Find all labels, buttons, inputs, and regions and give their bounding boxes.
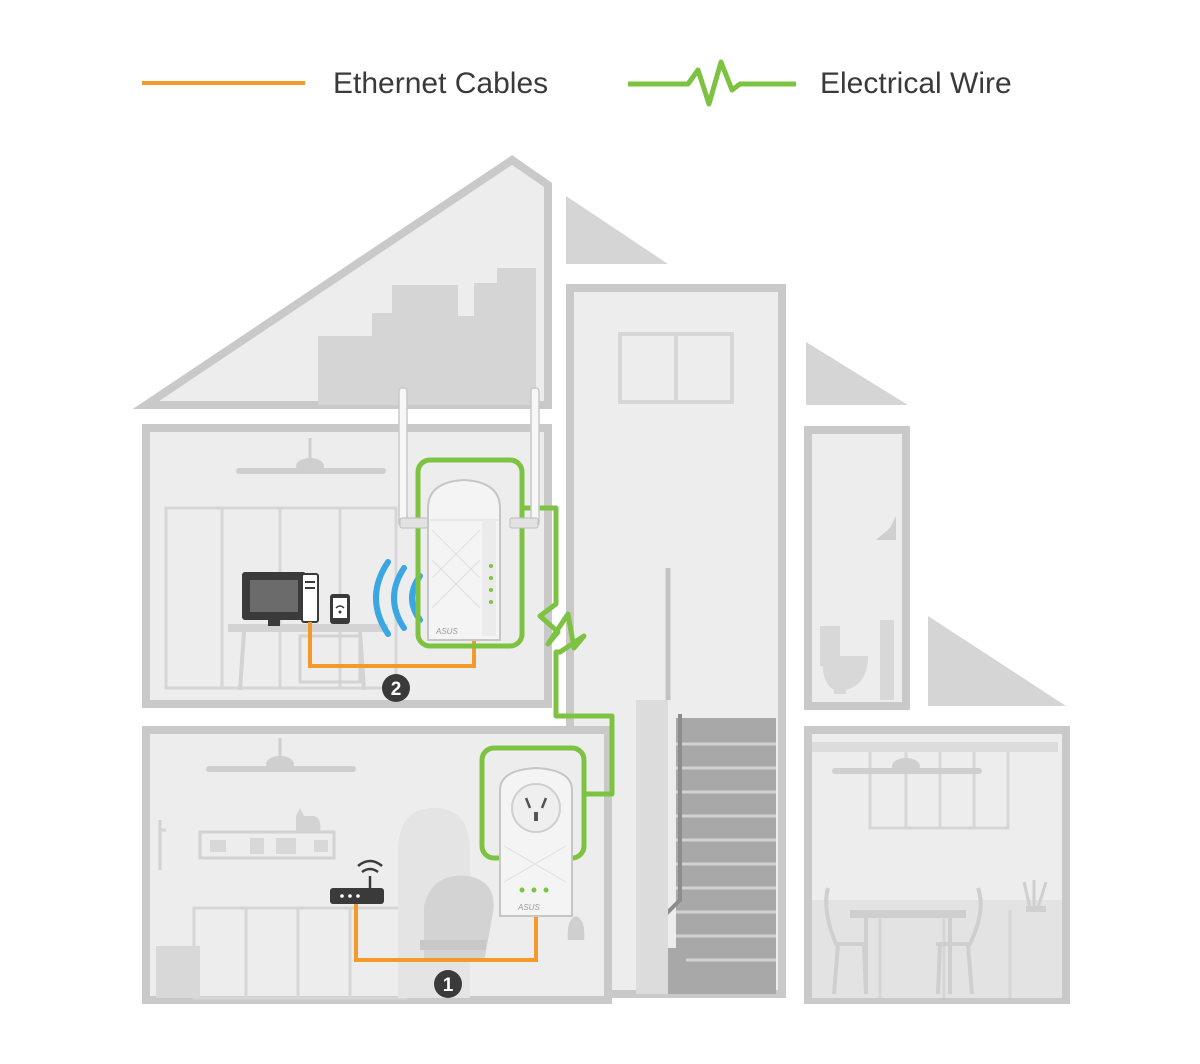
dining-room — [804, 726, 1070, 1004]
marker-2: 2 — [382, 674, 410, 702]
marker-2-number: 2 — [391, 679, 402, 700]
powerline-adapter-with-outlet: ASUS — [479, 745, 587, 917]
attic-roof — [132, 155, 552, 409]
electrical-wire — [520, 505, 615, 797]
legend-ethernet-label: Ethernet Cables — [333, 67, 549, 100]
adapter-brand-lower: ASUS — [517, 903, 540, 912]
ethernet-cable-lower — [354, 904, 538, 962]
ethernet-cable-upper — [308, 622, 476, 668]
wifi-extender-adapter: ASUS — [398, 387, 540, 649]
roof-triangle-right — [806, 342, 908, 405]
bathroom — [804, 426, 910, 710]
smartphone — [330, 594, 350, 624]
roof-triangle-far-right — [928, 616, 1066, 706]
marker-1: 1 — [434, 970, 462, 998]
marker-1-number: 1 — [443, 975, 454, 996]
router — [330, 859, 384, 904]
legend-electrical-label: Electrical Wire — [820, 67, 1012, 100]
desktop-computer — [242, 572, 319, 626]
roof-triangle-center — [566, 196, 668, 264]
electrical-legend-icon — [628, 59, 796, 107]
adapter-brand-upper: ASUS — [435, 627, 458, 636]
